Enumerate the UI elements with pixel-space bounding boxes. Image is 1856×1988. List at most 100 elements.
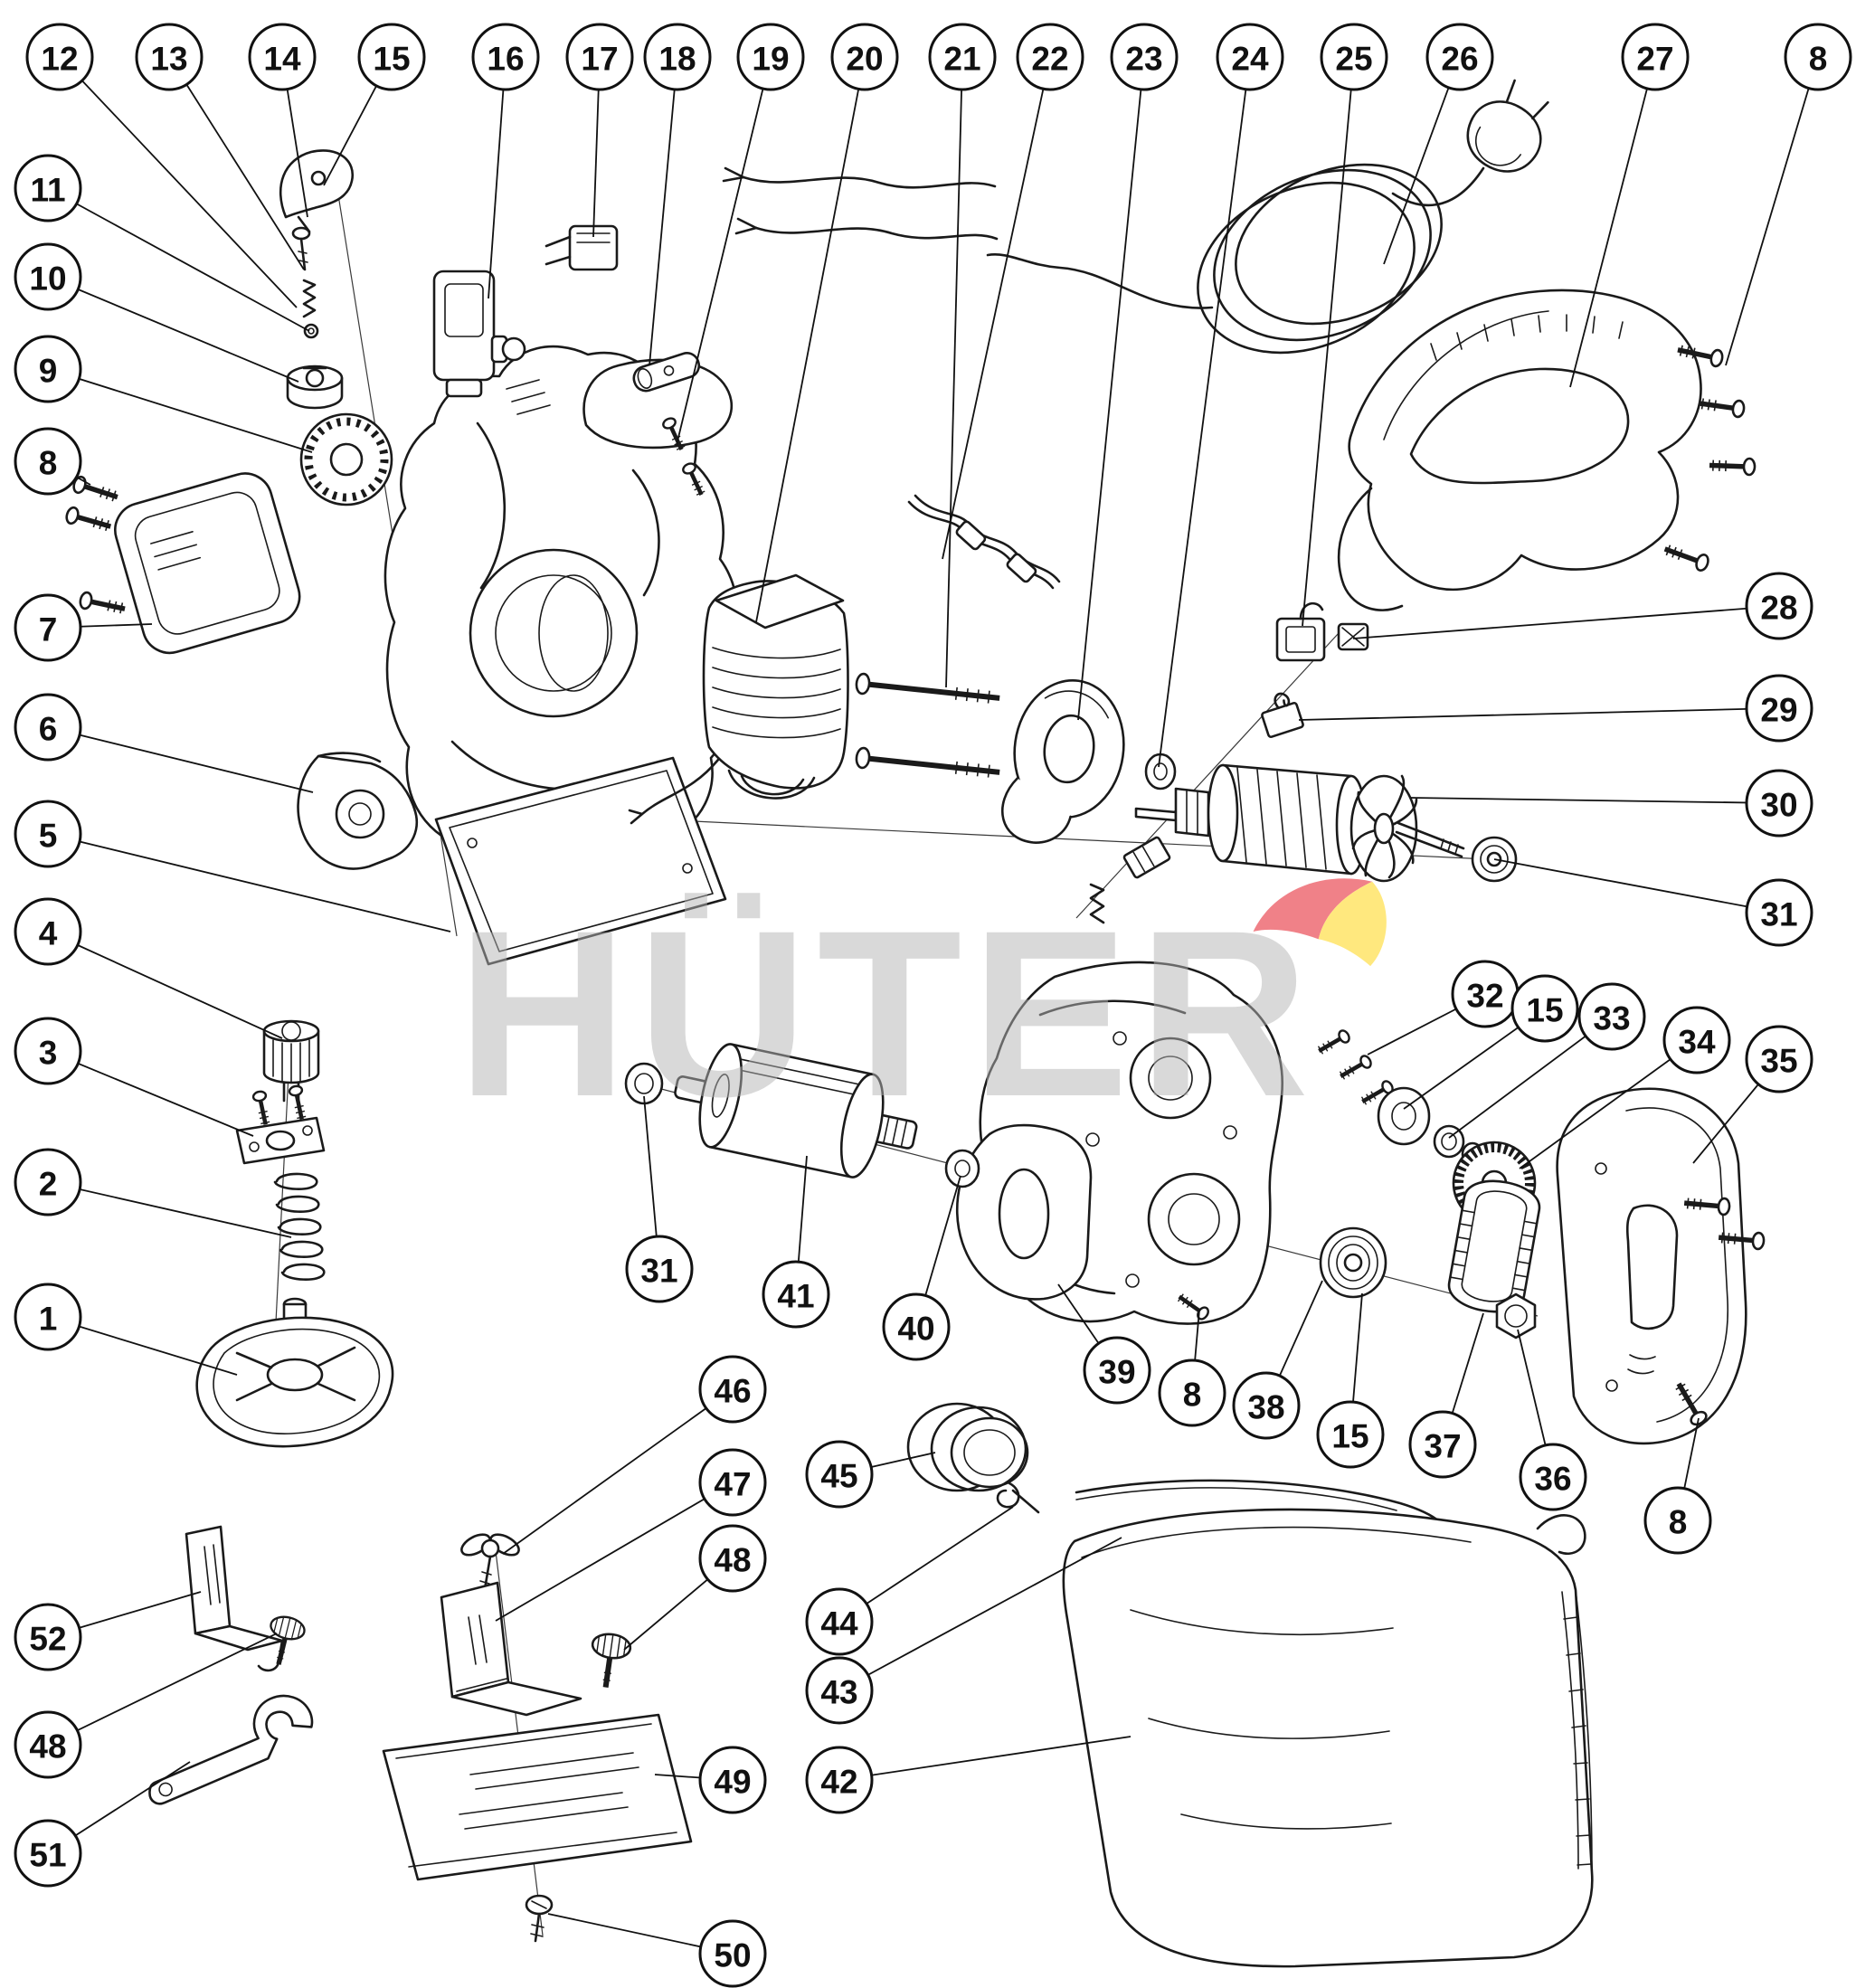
balloon-number: 10	[29, 260, 66, 298]
callout-7: 7	[14, 593, 153, 662]
balloon-circle	[565, 23, 634, 91]
callout-23: 23	[1077, 23, 1179, 721]
leader-line	[47, 368, 313, 453]
balloon-number: 48	[714, 1542, 751, 1579]
part-base-shoe	[195, 1297, 394, 1448]
balloon-circle	[1745, 572, 1813, 640]
leader-line	[1383, 56, 1461, 265]
balloon-circle	[1408, 1410, 1477, 1479]
callout-27: 27	[1569, 23, 1690, 388]
part-fence-plate	[382, 1713, 693, 1881]
part-carbon-brush	[1261, 692, 1304, 739]
callout-22: 22	[942, 23, 1084, 560]
callout-14: 14	[248, 23, 317, 218]
balloon-number: 51	[29, 1837, 66, 1874]
balloon-number: 15	[1526, 992, 1563, 1029]
callout-17: 17	[565, 23, 634, 238]
balloon-number: 22	[1031, 41, 1068, 78]
callout-25: 25	[1302, 23, 1388, 627]
balloon-circle	[643, 23, 712, 91]
balloon-number: 20	[846, 41, 883, 78]
balloon-circle	[14, 427, 82, 496]
balloon-circle	[1110, 23, 1179, 91]
balloon-circle	[1745, 769, 1813, 838]
balloon-circle	[1232, 1371, 1301, 1440]
callout-2: 2	[14, 1148, 292, 1238]
balloon-circle	[1745, 1025, 1813, 1093]
callout-5: 5	[14, 800, 451, 932]
balloon-number: 16	[487, 41, 524, 78]
callout-8: 8	[14, 427, 91, 496]
part-gear-housing	[955, 961, 1283, 1325]
balloon-circle	[736, 23, 805, 91]
callout-33: 33	[1448, 982, 1646, 1139]
leader-line	[47, 1633, 278, 1746]
balloon-circle	[357, 23, 426, 91]
callout-45: 45	[805, 1440, 936, 1509]
balloon-number: 29	[1760, 692, 1797, 729]
balloon-number: 31	[1760, 896, 1797, 933]
part-wing-bolt	[460, 1533, 520, 1591]
part-rear-handle	[1337, 289, 1702, 611]
balloon-number: 34	[1678, 1024, 1716, 1061]
balloon-number: 8	[1669, 1504, 1688, 1541]
callout-40: 40	[882, 1175, 961, 1361]
balloon-circle	[14, 800, 82, 868]
balloon-circle	[1425, 23, 1494, 91]
part-flat-washer	[1377, 1086, 1431, 1146]
balloon-circle	[14, 335, 82, 403]
balloon-number: 47	[714, 1466, 751, 1503]
leader-line	[942, 56, 1051, 560]
leader-line	[945, 56, 963, 688]
balloon-number: 49	[714, 1764, 751, 1801]
part-fence-screw	[525, 1894, 554, 1943]
balloon-circle	[805, 1440, 874, 1509]
part-lead-wires	[907, 494, 1061, 590]
balloon-number: 36	[1534, 1461, 1571, 1498]
balloon-circle	[1745, 674, 1813, 743]
callout-30: 30	[1410, 769, 1813, 838]
callout-12: 12	[25, 23, 298, 308]
balloon-number: 8	[1183, 1377, 1202, 1414]
balloon-circle	[14, 242, 82, 311]
balloon-number: 2	[39, 1166, 58, 1203]
callout-8: 8	[1643, 1417, 1712, 1555]
balloon-circle	[14, 1603, 82, 1671]
balloon-circle	[1083, 1336, 1151, 1405]
callout-39: 39	[1057, 1283, 1151, 1405]
callout-3: 3	[14, 1017, 254, 1137]
leader-line	[755, 56, 866, 623]
callout-9: 9	[14, 335, 313, 453]
balloon-number: 30	[1760, 787, 1797, 824]
balloon-circle	[14, 1819, 82, 1888]
balloon-number: 24	[1231, 41, 1269, 78]
balloon-circle	[1784, 23, 1852, 91]
balloon-number: 42	[820, 1764, 857, 1801]
balloon-number: 23	[1125, 41, 1162, 78]
part-brush-holder	[1275, 601, 1326, 662]
balloon-circle	[1745, 878, 1813, 947]
leader-line	[1158, 56, 1251, 768]
callout-35: 35	[1692, 1025, 1813, 1164]
balloon-circle	[698, 1919, 767, 1988]
balloon-circle	[698, 1746, 767, 1814]
balloon-number: 50	[714, 1937, 751, 1974]
callout-48: 48	[14, 1633, 278, 1779]
balloon-circle	[14, 693, 82, 762]
callout-6: 6	[14, 693, 314, 793]
leader-line	[495, 1482, 734, 1622]
balloon-circle	[14, 1710, 82, 1779]
balloon-circle	[1316, 1400, 1385, 1469]
part-spring	[273, 1172, 326, 1281]
balloon-number: 35	[1760, 1043, 1797, 1080]
balloon-circle	[698, 1355, 767, 1424]
part-clamp-plate	[235, 1085, 326, 1165]
balloon-circle	[14, 1283, 82, 1351]
balloon-number: 41	[777, 1278, 814, 1315]
part-angle-bracket	[185, 1525, 284, 1672]
leader-line	[488, 56, 507, 299]
balloon-circle	[625, 1235, 694, 1303]
balloon-circle	[1662, 1006, 1731, 1074]
part-guide-bracket	[440, 1581, 582, 1717]
balloon-circle	[1519, 1443, 1587, 1511]
